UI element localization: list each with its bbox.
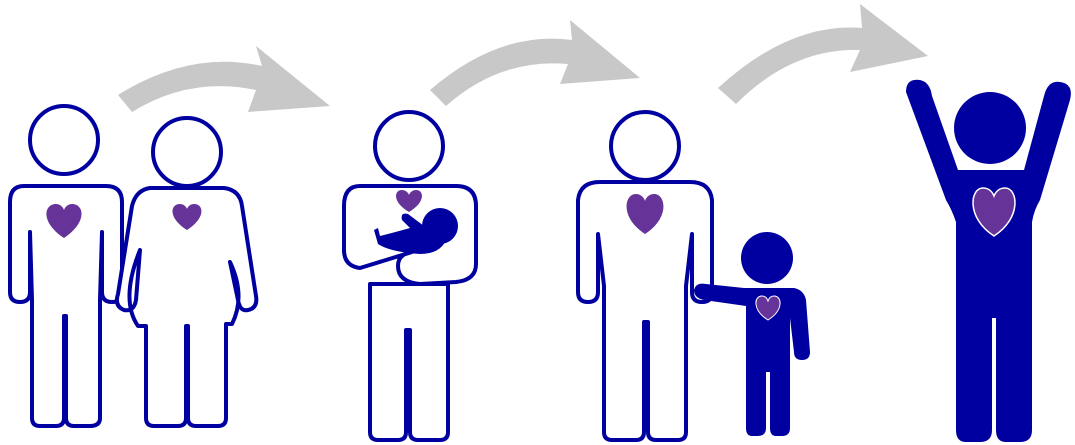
person-icon: [342, 110, 478, 442]
person-icon: [8, 104, 124, 428]
person-icon: [906, 79, 1071, 442]
heart-icon: [755, 295, 781, 321]
curved-arrow-icon: [430, 20, 640, 106]
heart-icon: [396, 190, 422, 212]
curved-arrow-icon: [718, 4, 928, 104]
child-icon: [694, 232, 810, 436]
pregnant-person-icon: [114, 116, 259, 428]
baby-icon: [374, 208, 458, 254]
heart-icon: [972, 187, 1016, 237]
curved-arrow-icon: [118, 46, 330, 112]
heart-icon: [172, 204, 202, 230]
person-icon: [576, 110, 714, 442]
heart-icon: [626, 194, 664, 234]
heart-icon: [46, 204, 82, 238]
